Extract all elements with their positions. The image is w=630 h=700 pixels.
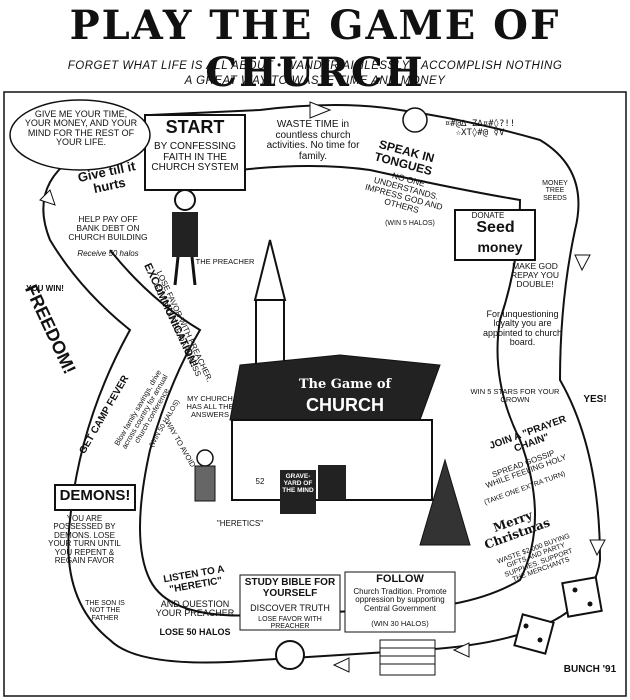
seed-text: MAKE GOD REPAY YOU DOUBLE! <box>510 261 560 289</box>
win-stars-text: WIN 5 STARS FOR YOUR CROWN <box>470 387 560 404</box>
preacher-label: THE PREACHER <box>195 257 255 266</box>
arrow-icon <box>39 189 56 206</box>
follow-text: Church Tradition. Promote oppression by … <box>353 587 447 613</box>
money-tree-label: MONEY TREE SEEDS <box>542 180 568 202</box>
graveyard-label: GRAVE-YARD OF THE MIND <box>282 473 314 494</box>
study-title: STUDY BIBLE FOR YOURSELF <box>244 577 336 599</box>
die-1 <box>561 576 603 618</box>
subtitle-line-1: FORGET WHAT LIFE IS ALL ABOUT • WANDER A… <box>67 60 563 72</box>
son-note: THE SON IS NOT THE FATHER <box>85 600 125 622</box>
graveyard-sign <box>280 470 316 514</box>
give-text: HELP PAY OFF BANK DEBT ON CHURCH BUILDIN… <box>68 214 148 242</box>
study-note: LOSE FAVOR WITH PREACHER <box>258 616 322 631</box>
yes-label: YES! <box>583 394 607 405</box>
heretic-note: LOSE 50 HALOS <box>159 627 231 637</box>
flag-icon <box>379 639 436 676</box>
demons-box <box>54 484 136 511</box>
arrow-icon <box>309 101 332 119</box>
seed-label: Seed <box>476 219 515 236</box>
ghost-icon <box>402 107 428 133</box>
preacher-head <box>174 189 196 211</box>
church-title-2: CHURCH <box>306 395 384 415</box>
arrow-icon <box>332 657 350 673</box>
board-frame <box>3 91 627 697</box>
man-body <box>194 465 216 502</box>
board-path-inner <box>109 165 536 617</box>
money-label: money <box>477 239 523 255</box>
church-tower <box>255 299 285 371</box>
you-win-label: YOU WIN! <box>26 284 64 293</box>
tongues-note: (WIN 5 HALOS) <box>385 220 435 227</box>
light-bulb-icon <box>275 640 305 670</box>
speech-text: GIVE ME YOUR TIME, YOUR MONEY, AND YOUR … <box>24 109 138 148</box>
church-door <box>318 465 346 500</box>
start-label: START <box>165 117 225 137</box>
preacher-body <box>172 212 198 257</box>
arrow-icon <box>589 539 606 557</box>
demons-title: DEMONS! <box>59 487 131 504</box>
christmas-tree <box>419 458 471 546</box>
church-roof <box>229 354 441 421</box>
follow-title: FOLLOW <box>376 573 424 585</box>
arrow-icon <box>452 642 470 658</box>
number-52: 52 <box>255 477 265 486</box>
man-head <box>196 449 214 467</box>
heretic-text: AND QUESTION YOUR PREACHER <box>155 599 235 619</box>
start-box <box>144 114 246 191</box>
my-church-text: MY CHURCH HAS ALL THE ANSWERS <box>186 394 234 419</box>
follow-box <box>344 571 456 633</box>
signature: BUNCH '91 <box>563 664 617 675</box>
demons-text: YOU ARE POSSESSED BY DEMONS. LOSE YOUR T… <box>48 514 121 565</box>
study-text: DISCOVER TRUTH <box>250 603 330 613</box>
die-2 <box>513 613 555 655</box>
heretics-label: "HERETICS" <box>216 519 264 528</box>
start-text: BY CONFESSING FAITH IN THE CHURCH SYSTEM <box>151 141 239 173</box>
loyalty-text: For unquestioning loyalty you are appoin… <box>482 309 563 348</box>
church-steeple <box>253 239 287 301</box>
study-box <box>239 574 341 631</box>
seed-money-box <box>454 209 536 261</box>
give-note: Receive 50 halos <box>77 249 139 258</box>
speech-bubble <box>9 99 151 171</box>
church-title-1: The Game of <box>298 377 392 392</box>
gibberish-text: ¤#@∆ Z∆¤#◊?!! ☆XT◊#@ ☿∀ <box>444 119 516 139</box>
arrow-icon <box>574 254 591 272</box>
page-title: PLAY THE GAME OF CHURCH <box>69 2 561 96</box>
donate-label: DONATE <box>471 211 505 220</box>
waste-time-text: WASTE TIME in countless church activitie… <box>266 119 360 162</box>
follow-note: (WIN 30 HALOS) <box>371 619 429 628</box>
subtitle-line-2: A GREAT WAY TO WASTE TIME AND MONEY <box>184 75 446 87</box>
